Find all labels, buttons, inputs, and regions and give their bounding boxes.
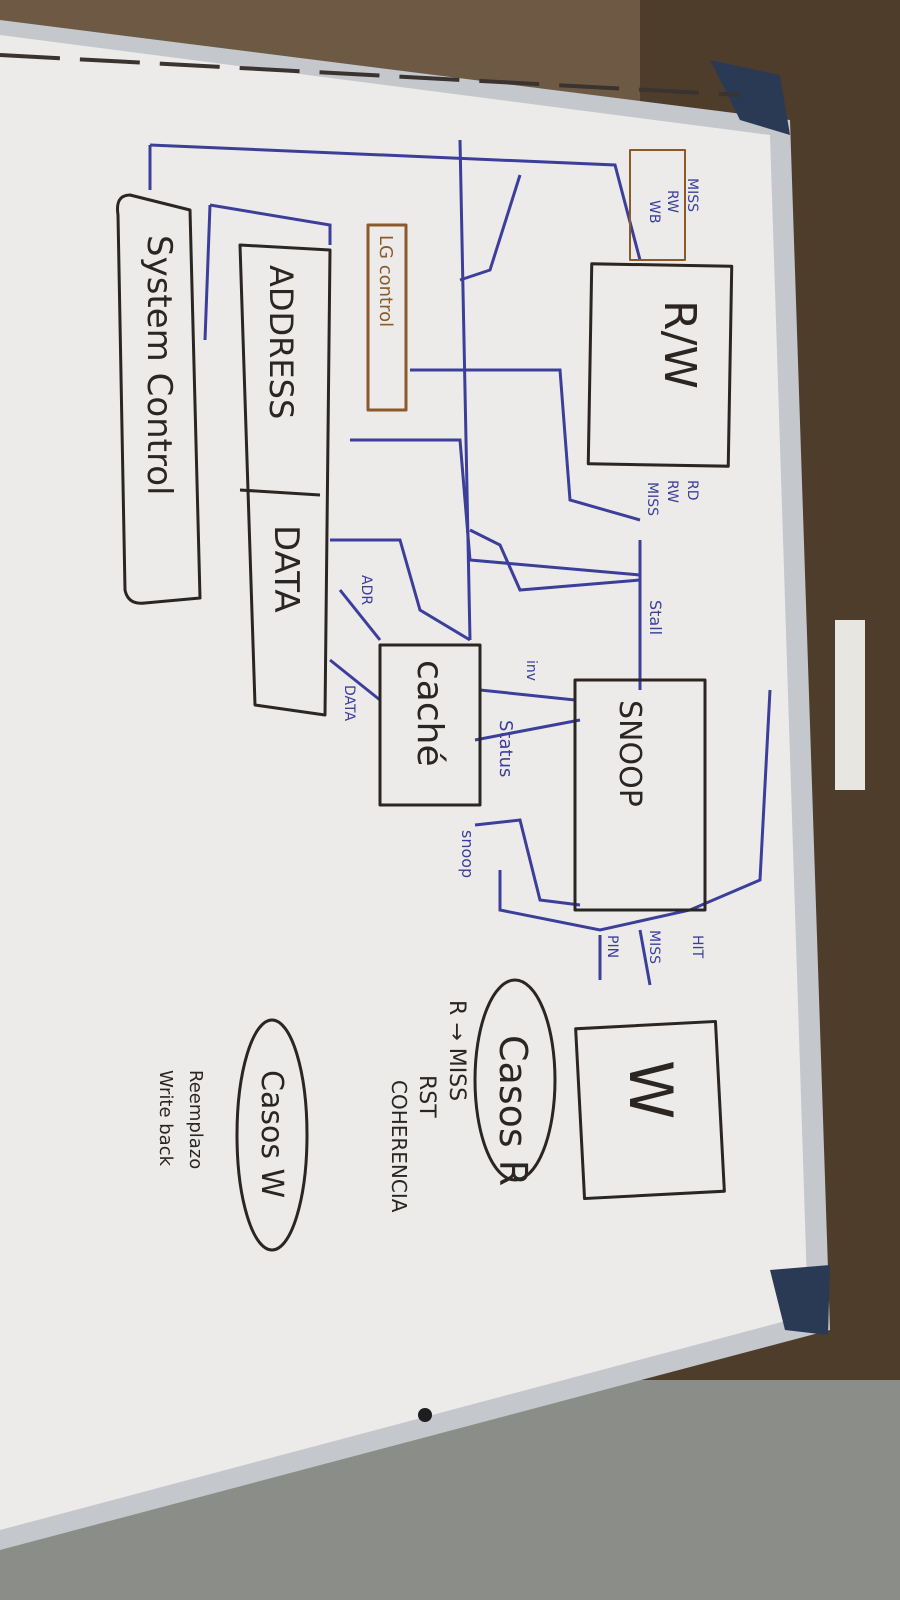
cache-block xyxy=(378,643,482,807)
note-write-back: Write back xyxy=(155,1070,176,1167)
snoop-label: SNOOP xyxy=(612,700,647,807)
signal-adr: ADR xyxy=(358,575,374,605)
wire-status xyxy=(474,718,581,742)
signal-rw-in: RW xyxy=(664,190,680,213)
w-block xyxy=(574,1019,726,1201)
signal-status: Status xyxy=(495,720,516,777)
signal-miss-snoop: MISS xyxy=(646,930,662,964)
marker-pen xyxy=(835,620,865,790)
snoop-block xyxy=(573,678,707,912)
casos-r-title: Casos R xyxy=(491,1035,535,1186)
wire-hit xyxy=(638,929,652,986)
system-control-block xyxy=(116,193,202,605)
signal-rd-out: RD xyxy=(684,480,700,501)
signal-inv: inv xyxy=(523,660,539,681)
rw-input-labels-box xyxy=(629,149,686,261)
wire-group xyxy=(148,139,772,986)
signal-data-bus: DATA xyxy=(341,685,357,721)
wire-address-top xyxy=(209,203,332,245)
wire-rw-left xyxy=(459,174,522,282)
wire-data-bus xyxy=(329,658,381,702)
wire-sysctl-arrow xyxy=(203,204,212,341)
w-label: W xyxy=(615,1060,685,1119)
signal-stall: Stall xyxy=(646,600,665,635)
signal-hit: HIT xyxy=(689,935,705,959)
wire-top-loop xyxy=(149,143,642,261)
address-data-divider xyxy=(239,488,321,497)
signal-pin: PIN xyxy=(604,935,620,958)
casos-w-outline xyxy=(235,1018,309,1252)
address-label: ADDRESS xyxy=(262,265,300,419)
signal-rw-out: RW xyxy=(664,480,680,503)
system-control-label: System Control xyxy=(139,235,179,496)
block-group xyxy=(116,149,734,1252)
data-label: DATA xyxy=(266,525,306,613)
frame-corner-top xyxy=(710,60,790,135)
wire-data-cache xyxy=(330,538,471,642)
wire-adr xyxy=(338,589,382,641)
wire-lgctl-rw xyxy=(410,368,641,522)
board-top-line xyxy=(0,53,741,97)
note-rst: RST xyxy=(414,1075,439,1118)
signal-wb-in: WB xyxy=(646,200,662,223)
lg-control-block xyxy=(366,223,408,412)
note-r-miss: R → MISS xyxy=(444,1000,469,1101)
note-coherencia: COHERENCIA xyxy=(387,1080,411,1213)
cache-label: caché xyxy=(409,660,450,767)
rw-label: R/W xyxy=(654,300,705,389)
casos-r-outline xyxy=(473,978,557,1182)
frame-corner-bottom xyxy=(770,1265,830,1335)
wire-inv xyxy=(479,688,576,702)
whiteboard-surface xyxy=(0,35,808,1530)
casos-w-title: Casos W xyxy=(254,1070,289,1198)
lg-control-label: LG control xyxy=(375,235,396,327)
note-reemplazo: Reemplazo xyxy=(185,1070,206,1169)
signal-miss-out: MISS xyxy=(644,482,660,516)
address-data-block xyxy=(238,243,332,717)
signal-miss-in: MISS xyxy=(684,178,700,212)
signal-snoop: snoop xyxy=(458,830,477,878)
wire-mid-2 xyxy=(469,528,641,592)
wire-mid-1 xyxy=(350,438,641,577)
rw-block xyxy=(586,262,734,468)
wire-bottom-loop xyxy=(498,689,772,932)
board-mark-dot xyxy=(418,1408,432,1422)
wire-snoop xyxy=(474,818,581,907)
